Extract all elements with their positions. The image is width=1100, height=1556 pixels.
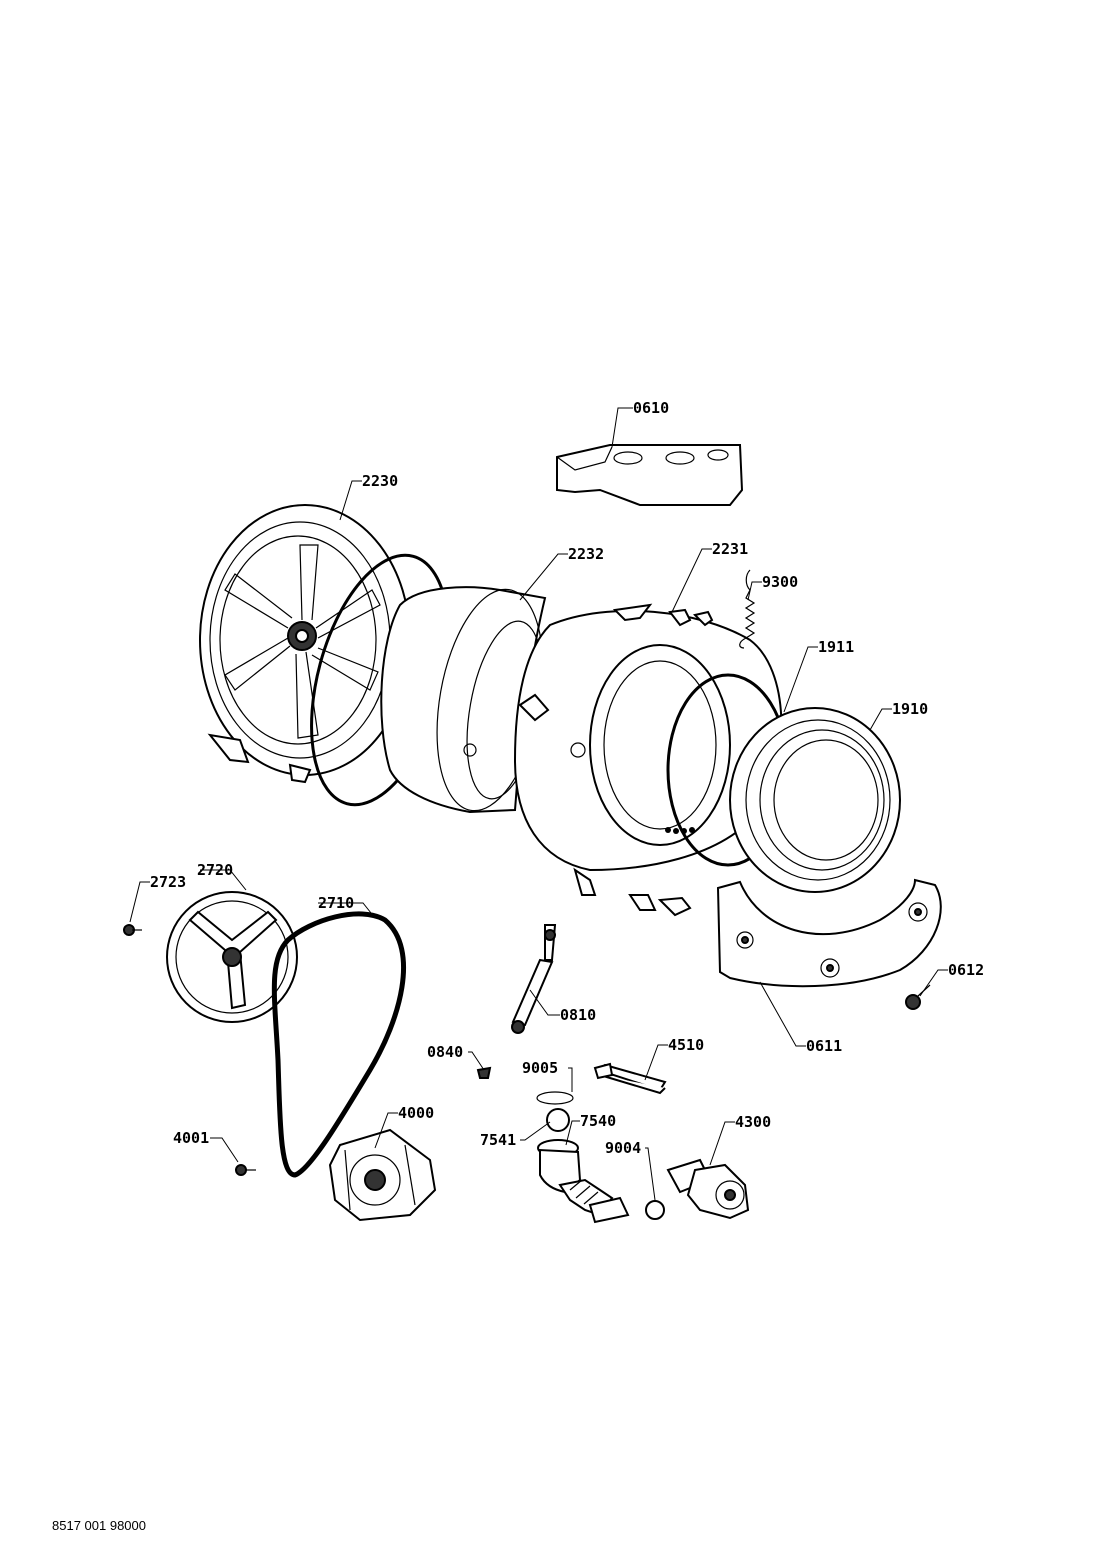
part-4001-screw xyxy=(235,1164,256,1176)
part-4000-motor xyxy=(328,1128,437,1222)
label-2720: 2720 xyxy=(197,861,233,879)
part-7541-ball xyxy=(546,1108,570,1132)
document-number: 8517 001 98000 xyxy=(52,1518,146,1533)
label-2231: 2231 xyxy=(712,540,748,558)
part-drum xyxy=(380,586,547,814)
label-4510: 4510 xyxy=(668,1036,704,1054)
part-4510-heater xyxy=(593,1062,667,1095)
part-2230-rear-tub xyxy=(199,504,411,784)
part-9005-hose-clamp xyxy=(536,1091,574,1105)
label-4000: 4000 xyxy=(398,1104,434,1122)
label-9300: 9300 xyxy=(762,573,798,591)
label-0810: 0810 xyxy=(560,1006,596,1024)
label-1910: 1910 xyxy=(892,700,928,718)
part-2710-drive-belt xyxy=(271,911,407,1178)
part-1910-door-gasket xyxy=(729,707,901,893)
part-0611-front-counterweight xyxy=(716,878,942,988)
part-9300-spring xyxy=(739,569,756,649)
label-0612: 0612 xyxy=(948,961,984,979)
label-7541: 7541 xyxy=(480,1131,516,1149)
label-0840: 0840 xyxy=(427,1043,463,1061)
part-0612-screw xyxy=(905,984,931,1010)
part-2723-screw xyxy=(123,924,142,936)
part-9004-clamp xyxy=(645,1200,665,1220)
label-2232: 2232 xyxy=(568,545,604,563)
part-labels: 0610 2230 2232 2231 9300 1911 1910 2723 … xyxy=(150,399,984,1157)
part-2231-front-tub xyxy=(513,603,783,917)
label-0611: 0611 xyxy=(806,1037,842,1055)
label-9004: 9004 xyxy=(605,1139,641,1157)
part-7540-sump-hose xyxy=(537,1139,630,1224)
part-0840-clip xyxy=(476,1066,492,1079)
label-7540: 7540 xyxy=(580,1112,616,1130)
label-2723: 2723 xyxy=(150,873,186,891)
label-2710: 2710 xyxy=(318,894,354,912)
part-0610-counterweight xyxy=(556,444,744,506)
part-2720-pulley xyxy=(166,891,298,1023)
label-0610: 0610 xyxy=(633,399,669,417)
part-4300-drain-pump xyxy=(666,1158,750,1220)
label-4001: 4001 xyxy=(173,1129,209,1147)
label-2230: 2230 xyxy=(362,472,398,490)
part-0810-shock-absorber xyxy=(511,924,557,1034)
leader-lines xyxy=(129,407,948,1201)
label-4300: 4300 xyxy=(735,1113,771,1131)
label-1911: 1911 xyxy=(818,638,854,656)
label-9005: 9005 xyxy=(522,1059,558,1077)
